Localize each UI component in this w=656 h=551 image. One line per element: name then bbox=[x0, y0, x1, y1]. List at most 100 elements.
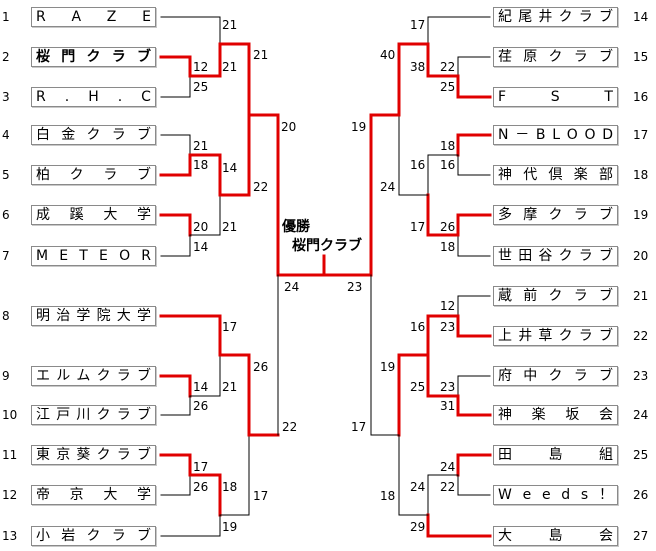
team-name-char: O bbox=[584, 127, 596, 143]
team-name-char: s bbox=[580, 487, 589, 503]
team-name-char: ク bbox=[548, 288, 563, 304]
team-box: 桜門クラブ bbox=[31, 47, 156, 67]
team-name-char: ブ bbox=[599, 288, 613, 304]
team-name-char: 田 bbox=[498, 447, 512, 463]
team-number: 24 bbox=[633, 408, 649, 422]
team-box: 成蹊大学 bbox=[31, 205, 156, 225]
team-name-char: 楽 bbox=[531, 407, 546, 423]
team-number: 5 bbox=[2, 168, 10, 182]
score: 19 bbox=[380, 360, 396, 374]
score: 21 bbox=[222, 60, 238, 74]
team-name-char: 会 bbox=[598, 407, 613, 423]
team-name-char: 学 bbox=[136, 308, 151, 324]
team-box: 府中クラブ bbox=[493, 366, 618, 386]
team-name-char: ク bbox=[548, 49, 563, 65]
team-name-char: N bbox=[498, 127, 509, 143]
team-name-char: ラ bbox=[103, 167, 118, 183]
team-number: 13 bbox=[2, 529, 18, 543]
team-name-char: . bbox=[64, 89, 70, 105]
team-number: 25 bbox=[633, 448, 649, 462]
score: 18 bbox=[380, 489, 396, 503]
team-number: 15 bbox=[633, 50, 649, 64]
team-name-char: ブ bbox=[598, 248, 613, 264]
team-name-char: 紀 bbox=[498, 9, 512, 25]
team-name-char: ブ bbox=[137, 49, 151, 65]
team-box: 柏クラブ bbox=[31, 165, 156, 185]
team-box: 神代倶楽部 bbox=[493, 165, 618, 185]
team-name-char: ク bbox=[548, 207, 563, 223]
team-name-char: 学 bbox=[136, 487, 151, 503]
team-name-char: ブ bbox=[599, 368, 613, 384]
team-name-char: ラ bbox=[573, 288, 588, 304]
team-name-char: ブ bbox=[136, 368, 151, 384]
team-number: 27 bbox=[633, 529, 649, 543]
team-name-char: 島 bbox=[548, 447, 563, 463]
team-number: 17 bbox=[633, 128, 649, 142]
team-name-char: 院 bbox=[96, 308, 111, 324]
team-name-char: 明 bbox=[36, 308, 50, 324]
team-name-char: B bbox=[535, 127, 546, 143]
team-box: 蔵前クラブ bbox=[493, 286, 618, 306]
team-name-char: 東 bbox=[36, 447, 50, 463]
team-name-char: F bbox=[498, 89, 507, 105]
team-number: 11 bbox=[2, 448, 18, 462]
team-name-char: ク bbox=[86, 528, 101, 544]
team-number: 12 bbox=[2, 488, 18, 502]
team-box: 明治学院大学 bbox=[31, 306, 156, 326]
team-name-char: 荏 bbox=[498, 49, 512, 65]
team-name-char: ブ bbox=[599, 207, 613, 223]
team-number: 1 bbox=[2, 10, 10, 24]
team-name-char: 多 bbox=[498, 207, 512, 223]
team-name-char: ク bbox=[558, 248, 573, 264]
team-number: 10 bbox=[2, 408, 18, 422]
team-name-char: 島 bbox=[548, 528, 563, 544]
team-name-char: 葵 bbox=[76, 447, 91, 463]
score: 18 bbox=[440, 139, 456, 153]
team-name-char: 白 bbox=[36, 127, 50, 143]
team-name-char: ！ bbox=[598, 487, 613, 503]
team-name-char: 部 bbox=[599, 167, 613, 183]
team-number: 2 bbox=[2, 50, 10, 64]
score: 16 bbox=[410, 320, 426, 334]
team-name-char: ブ bbox=[599, 49, 613, 65]
score: 17 bbox=[410, 18, 426, 32]
score: 26 bbox=[193, 480, 209, 494]
score: 22 bbox=[253, 180, 269, 194]
team-name-char: 成 bbox=[36, 207, 50, 223]
team-name-char: ラ bbox=[116, 447, 131, 463]
team-name-char: ク bbox=[96, 447, 111, 463]
score: 14 bbox=[222, 161, 238, 175]
team-name-char: Z bbox=[106, 9, 117, 25]
team-name-char: ク bbox=[558, 328, 573, 344]
team-name-char: ム bbox=[76, 368, 91, 384]
score: 17 bbox=[410, 220, 426, 234]
score: 26 bbox=[193, 399, 209, 413]
team-name-char: H bbox=[88, 89, 99, 105]
team-name-char: ク bbox=[548, 368, 563, 384]
score: 24 bbox=[410, 480, 426, 494]
score: 23 bbox=[440, 380, 456, 394]
team-box: 荏原クラブ bbox=[493, 47, 618, 67]
team-name-char: ク bbox=[86, 127, 101, 143]
team-box: 田島組 bbox=[493, 445, 618, 465]
score: 21 bbox=[222, 220, 238, 234]
team-name-char: ラ bbox=[116, 407, 131, 423]
team-name-char: 江 bbox=[36, 407, 50, 423]
score: 26 bbox=[440, 220, 456, 234]
team-name-char: 組 bbox=[599, 447, 613, 463]
team-name-char: W bbox=[498, 487, 512, 503]
team-name-char: 井 bbox=[518, 328, 533, 344]
team-box: エルムクラブ bbox=[31, 366, 156, 386]
score: 14 bbox=[193, 380, 209, 394]
team-number: 3 bbox=[2, 90, 10, 104]
team-number: 7 bbox=[2, 249, 10, 263]
score: 21 bbox=[193, 139, 209, 153]
team-box: 紀尾井クラブ bbox=[493, 7, 618, 27]
team-name-char: 帝 bbox=[36, 487, 50, 503]
team-name-char: 原 bbox=[523, 49, 538, 65]
team-name-char: O bbox=[119, 248, 131, 264]
